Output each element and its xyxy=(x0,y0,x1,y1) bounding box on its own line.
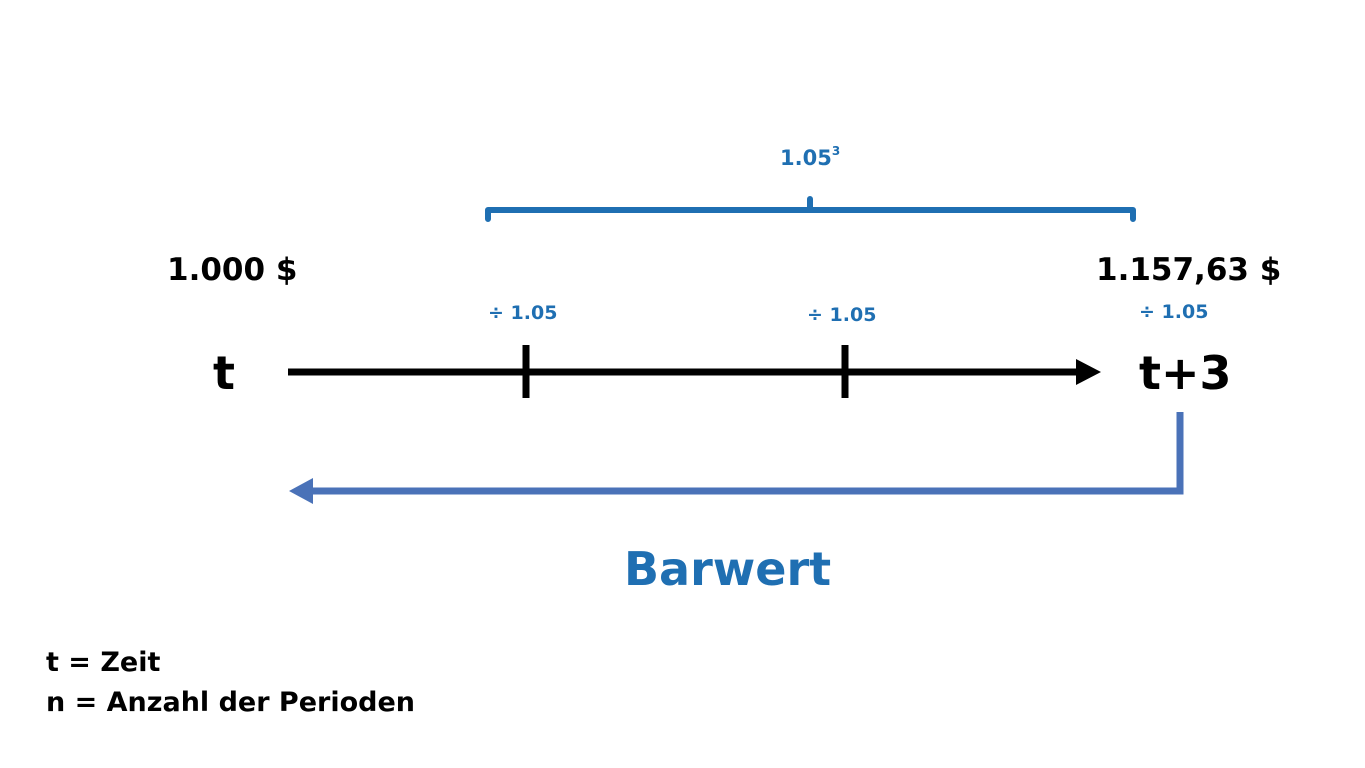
compound-factor-exponent: 3 xyxy=(831,144,841,158)
timeline-arrowhead xyxy=(1076,359,1101,385)
compound-factor-label: 1.053 xyxy=(780,144,841,170)
divisor-label-3: ÷ 1.05 xyxy=(1139,301,1209,323)
end-time-label: t+3 xyxy=(1139,346,1232,400)
discount-arrowhead xyxy=(289,478,313,504)
barwert-label: Barwert xyxy=(624,542,832,596)
discount-arrow xyxy=(306,412,1184,495)
divisor-label-2: ÷ 1.05 xyxy=(807,304,877,326)
compound-factor-base: 1.05 xyxy=(780,146,832,170)
legend-line-periods: n = Anzahl der Perioden xyxy=(46,687,416,718)
legend-line-time: t = Zeit xyxy=(46,647,161,678)
start-amount: 1.000 $ xyxy=(167,252,298,288)
divisor-label-1: ÷ 1.05 xyxy=(488,302,558,324)
legend: t = Zeit n = Anzahl der Perioden xyxy=(46,643,415,723)
compound-bracket xyxy=(485,196,1136,222)
end-amount: 1.157,63 $ xyxy=(1096,252,1282,288)
start-time-label: t xyxy=(213,346,235,400)
